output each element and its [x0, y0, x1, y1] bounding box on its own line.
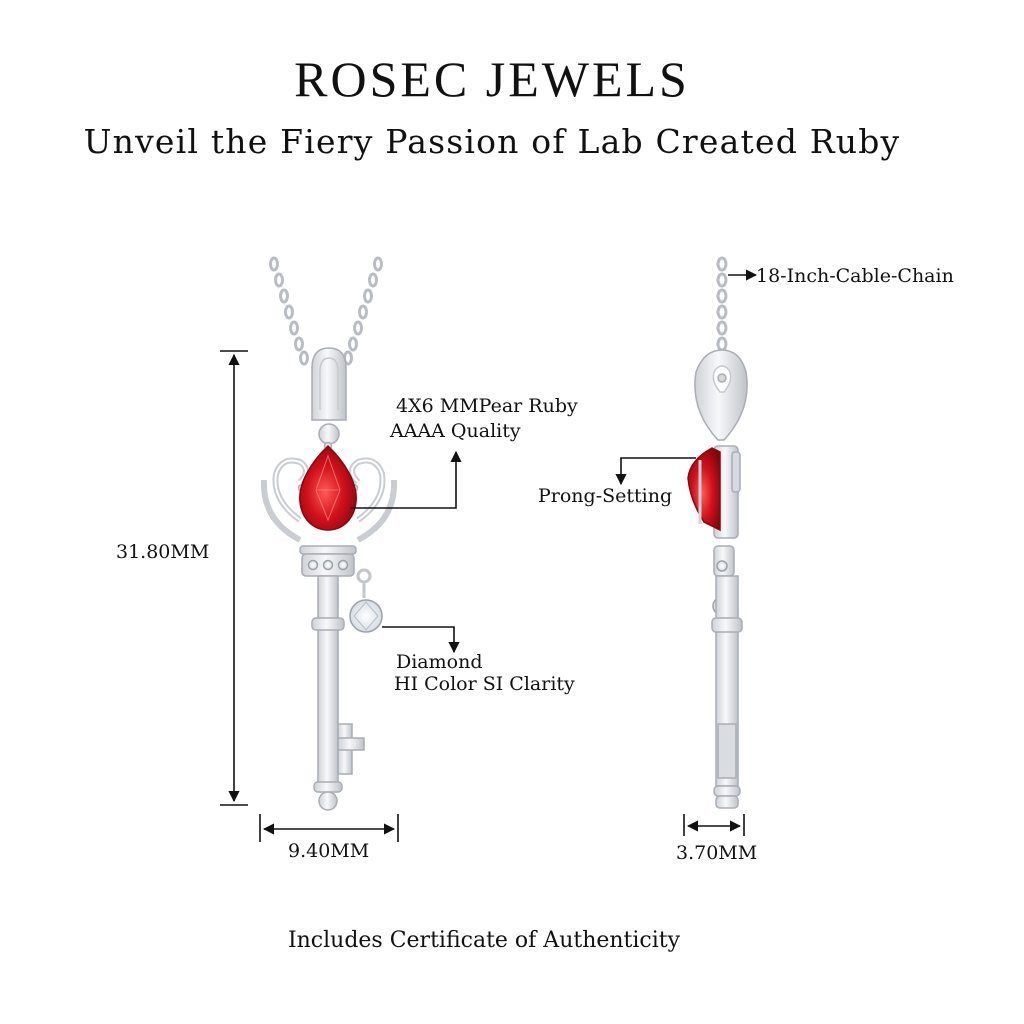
dangling-diamond: [349, 599, 383, 633]
certificate-note: Includes Certificate of Authenticity: [287, 928, 681, 953]
ruby-stone: [299, 444, 357, 531]
width-label: 9.40MM: [288, 840, 370, 862]
ruby-size-label: 4X6 MMPear Ruby: [396, 395, 578, 417]
setting-callout-line: [615, 457, 696, 486]
width-dimension: [259, 814, 399, 842]
side-ruby: [687, 447, 721, 532]
chain-label: 18-Inch-Cable-Chain: [756, 265, 954, 287]
front-key-pendant: [260, 347, 398, 811]
height-label: 31.80MM: [116, 541, 210, 563]
brand-title: ROSEC JEWELS: [294, 51, 690, 107]
ruby-callout-line: [350, 450, 462, 509]
depth-dimension: [683, 814, 745, 836]
height-dimension: [220, 350, 248, 806]
ruby-quality-label: AAAA Quality: [390, 420, 521, 442]
diamond-label: Diamond: [396, 651, 483, 673]
front-chain: [269, 256, 383, 366]
tagline: Unveil the Fiery Passion of Lab Created …: [83, 122, 901, 161]
diamond-callout-line: [382, 626, 460, 654]
depth-label: 3.70MM: [676, 842, 758, 864]
side-key-pendant: [687, 349, 748, 809]
diamond-spec-label: HI Color SI Clarity: [394, 673, 575, 695]
setting-label: Prong-Setting: [538, 485, 673, 507]
